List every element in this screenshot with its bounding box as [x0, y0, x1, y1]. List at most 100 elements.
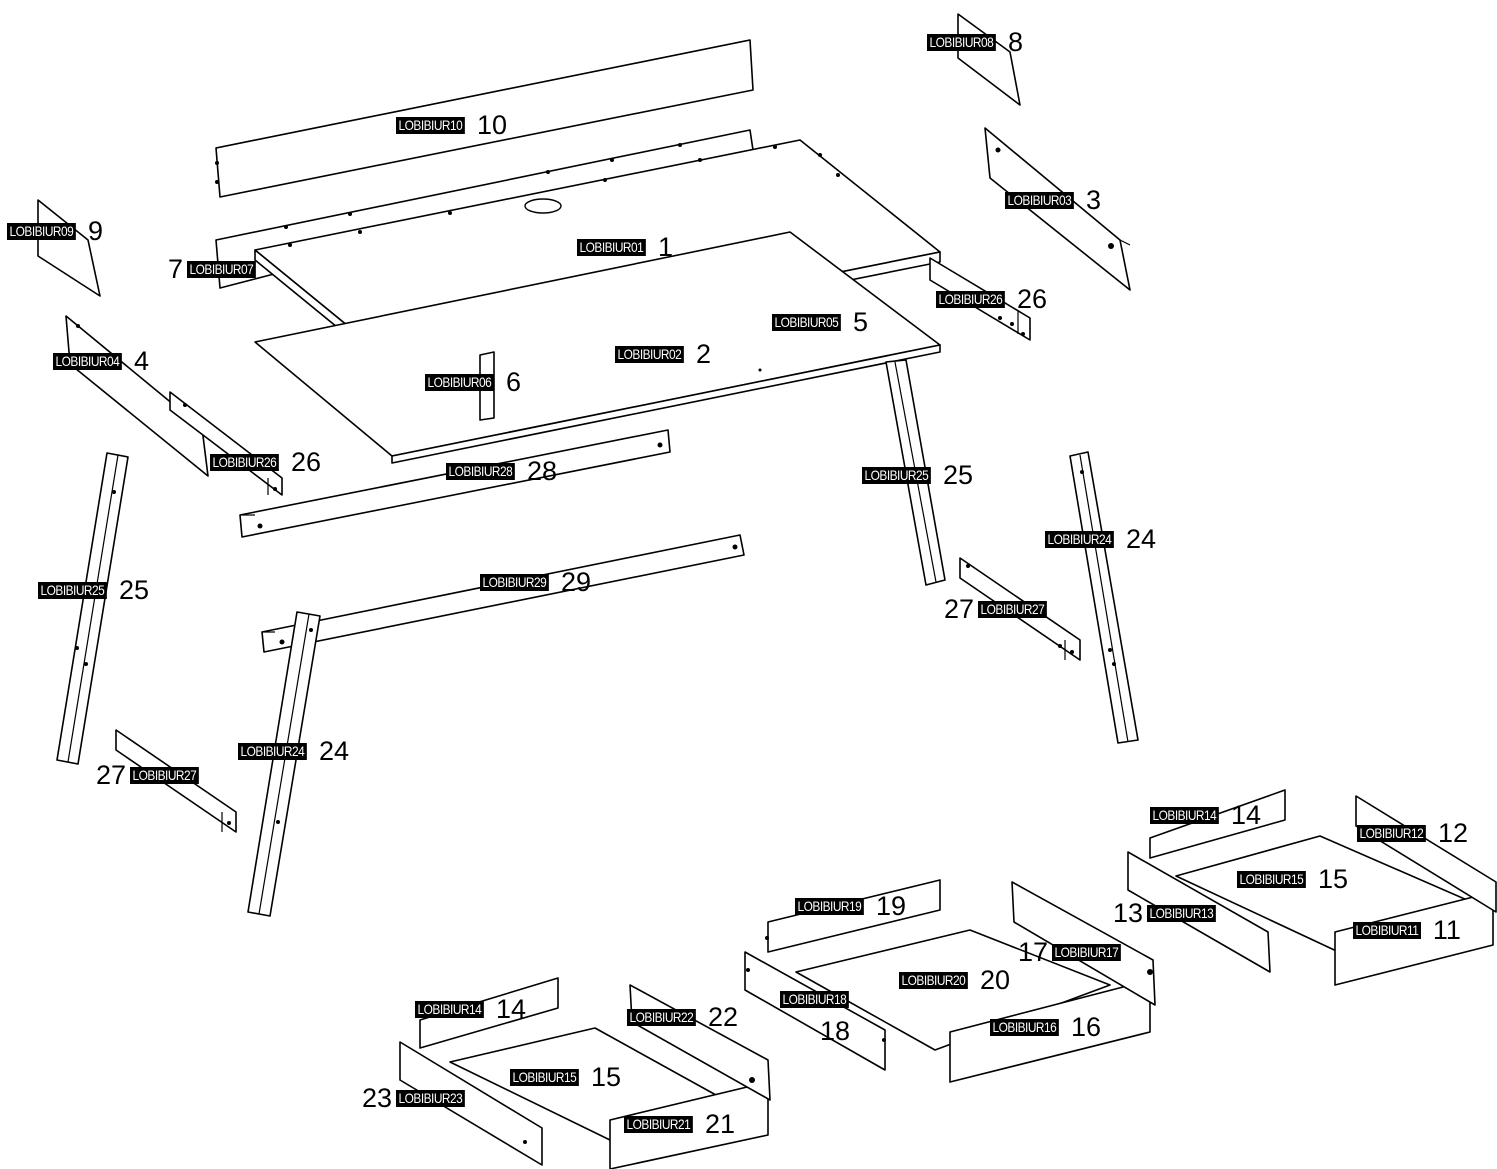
leg-24-left — [247, 611, 321, 917]
callout-part-14-left: LOBIBIUR14 14 — [415, 995, 526, 1023]
callout-part-23: 23 LOBIBIUR23 — [362, 1084, 477, 1112]
callout-part-10: LOBIBIUR10 10 — [396, 111, 507, 139]
part-code-5: LOBIBIUR05 — [772, 313, 841, 331]
callout-part-11: LOBIBIUR11 11 — [1353, 916, 1461, 944]
part-number-29: 29 — [560, 567, 591, 597]
part-number-15-left: 15 — [590, 1062, 621, 1092]
callout-part-8: LOBIBIUR08 8 — [927, 28, 1023, 56]
callout-part-1: LOBIBIUR01 1 — [577, 233, 673, 261]
callout-part-4: LOBIBIUR04 4 — [53, 347, 149, 375]
part-code-4: LOBIBIUR04 — [53, 352, 122, 370]
part-number-28: 28 — [526, 456, 557, 486]
part-code-20: LOBIBIUR20 — [899, 971, 968, 989]
part-number-16: 16 — [1070, 1012, 1101, 1042]
part-number-5: 5 — [852, 307, 868, 337]
callout-part-7: 7 LOBIBIUR07 — [168, 255, 268, 283]
rail-28 — [239, 429, 671, 538]
part-code-27-right: LOBIBIUR27 — [978, 600, 1047, 618]
callout-part-15-left: LOBIBIUR15 15 — [510, 1063, 621, 1091]
part-number-4: 4 — [133, 346, 149, 376]
part-number-18: 18 — [820, 1016, 851, 1046]
callout-part-26-right: LOBIBIUR26 26 — [936, 285, 1047, 313]
part-number-14-left: 14 — [495, 994, 526, 1024]
part-code-15-left: LOBIBIUR15 — [510, 1068, 579, 1086]
part-number-1: 1 — [657, 232, 673, 262]
part-code-13: LOBIBIUR13 — [1147, 904, 1216, 922]
part-number-17: 17 — [1018, 937, 1049, 967]
part-number-3: 3 — [1085, 185, 1101, 215]
part-code-29: LOBIBIUR29 — [480, 573, 549, 591]
part-code-21: LOBIBIUR21 — [624, 1115, 693, 1133]
callout-part-25-left: LOBIBIUR25 25 — [38, 576, 149, 604]
callout-part-18: LOBIBIUR18 — [780, 991, 861, 1008]
part-code-25-left: LOBIBIUR25 — [38, 581, 107, 599]
callout-part-24-left: LOBIBIUR24 24 — [238, 737, 349, 765]
part-number-7: 7 — [168, 254, 184, 284]
callout-part-21: LOBIBIUR21 21 — [624, 1110, 735, 1138]
part-number-15-right: 15 — [1317, 864, 1348, 894]
part-number-10: 10 — [476, 110, 507, 140]
callout-part-6: LOBIBIUR06 6 — [425, 368, 521, 396]
part-code-1: LOBIBIUR01 — [577, 238, 646, 256]
part-code-27-left: LOBIBIUR27 — [130, 766, 199, 784]
part-number-25-right: 25 — [942, 460, 973, 490]
part-number-21: 21 — [704, 1109, 735, 1139]
part-number-24-left: 24 — [318, 736, 349, 766]
callout-part-14-right: LOBIBIUR14 14 — [1150, 801, 1261, 829]
part-code-18: LOBIBIUR18 — [780, 991, 849, 1008]
callout-part-3: LOBIBIUR03 3 — [1005, 186, 1101, 214]
callout-part-27-right: 27 LOBIBIUR27 — [944, 595, 1059, 623]
part-number-11: 11 — [1432, 915, 1461, 945]
part-number-27-right: 27 — [944, 594, 975, 624]
part-code-9: LOBIBIUR09 — [7, 222, 76, 240]
part-number-6: 6 — [505, 367, 521, 397]
leg-24-right — [1069, 451, 1139, 744]
callout-part-18-number: 18 — [820, 1017, 850, 1045]
part-number-25-left: 25 — [118, 575, 149, 605]
part-number-22: 22 — [707, 1002, 738, 1032]
part-code-28: LOBIBIUR28 — [446, 462, 515, 480]
bracket-9 — [37, 199, 101, 297]
part-code-3: LOBIBIUR03 — [1005, 191, 1074, 209]
part-number-27-left: 27 — [96, 760, 127, 790]
callout-part-25-right: LOBIBIUR25 25 — [862, 461, 973, 489]
rail-29 — [261, 534, 745, 653]
part-number-20: 20 — [979, 965, 1010, 995]
callout-part-28: LOBIBIUR28 28 — [446, 457, 557, 485]
part-code-24-right: LOBIBIUR24 — [1045, 530, 1114, 548]
part-number-13: 13 — [1113, 898, 1144, 928]
part-code-24-left: LOBIBIUR24 — [238, 742, 307, 760]
part-number-2: 2 — [695, 339, 711, 369]
part-code-6: LOBIBIUR06 — [425, 373, 494, 391]
drawer-left — [399, 977, 771, 1169]
part-code-14-left: LOBIBIUR14 — [415, 1000, 484, 1018]
part-code-19: LOBIBIUR19 — [795, 897, 864, 915]
part-number-9: 9 — [87, 216, 103, 246]
part-code-26-left: LOBIBIUR26 — [210, 453, 279, 471]
part-code-17: LOBIBIUR17 — [1052, 943, 1121, 961]
callout-part-12: LOBIBIUR12 12 — [1357, 819, 1468, 847]
callout-part-5: LOBIBIUR05 5 — [772, 308, 868, 336]
part-code-10: LOBIBIUR10 — [396, 116, 465, 134]
part-number-14-right: 14 — [1230, 800, 1261, 830]
callout-part-16: LOBIBIUR16 16 — [990, 1013, 1101, 1041]
callout-part-27-left: 27 LOBIBIUR27 — [96, 761, 211, 789]
part-code-14-right: LOBIBIUR14 — [1150, 806, 1219, 824]
callout-part-24-right: LOBIBIUR24 24 — [1045, 525, 1156, 553]
part-code-16: LOBIBIUR16 — [990, 1018, 1059, 1036]
callout-part-15-right: LOBIBIUR15 15 — [1237, 865, 1348, 893]
callout-part-13: 13 LOBIBIUR13 — [1113, 899, 1228, 927]
part-number-26-right: 26 — [1016, 284, 1047, 314]
part-code-22: LOBIBIUR22 — [627, 1008, 696, 1026]
part-number-24-right: 24 — [1125, 524, 1156, 554]
part-code-8: LOBIBIUR08 — [927, 33, 996, 51]
part-code-11: LOBIBIUR11 — [1353, 921, 1421, 939]
callout-part-20: LOBIBIUR20 20 — [899, 966, 1010, 994]
part-number-26-left: 26 — [290, 447, 321, 477]
leg-25-left — [56, 452, 129, 765]
part-number-8: 8 — [1007, 27, 1023, 57]
part-code-7: LOBIBIUR07 — [187, 260, 256, 278]
part-number-12: 12 — [1437, 818, 1468, 848]
part-code-12: LOBIBIUR12 — [1357, 824, 1426, 842]
